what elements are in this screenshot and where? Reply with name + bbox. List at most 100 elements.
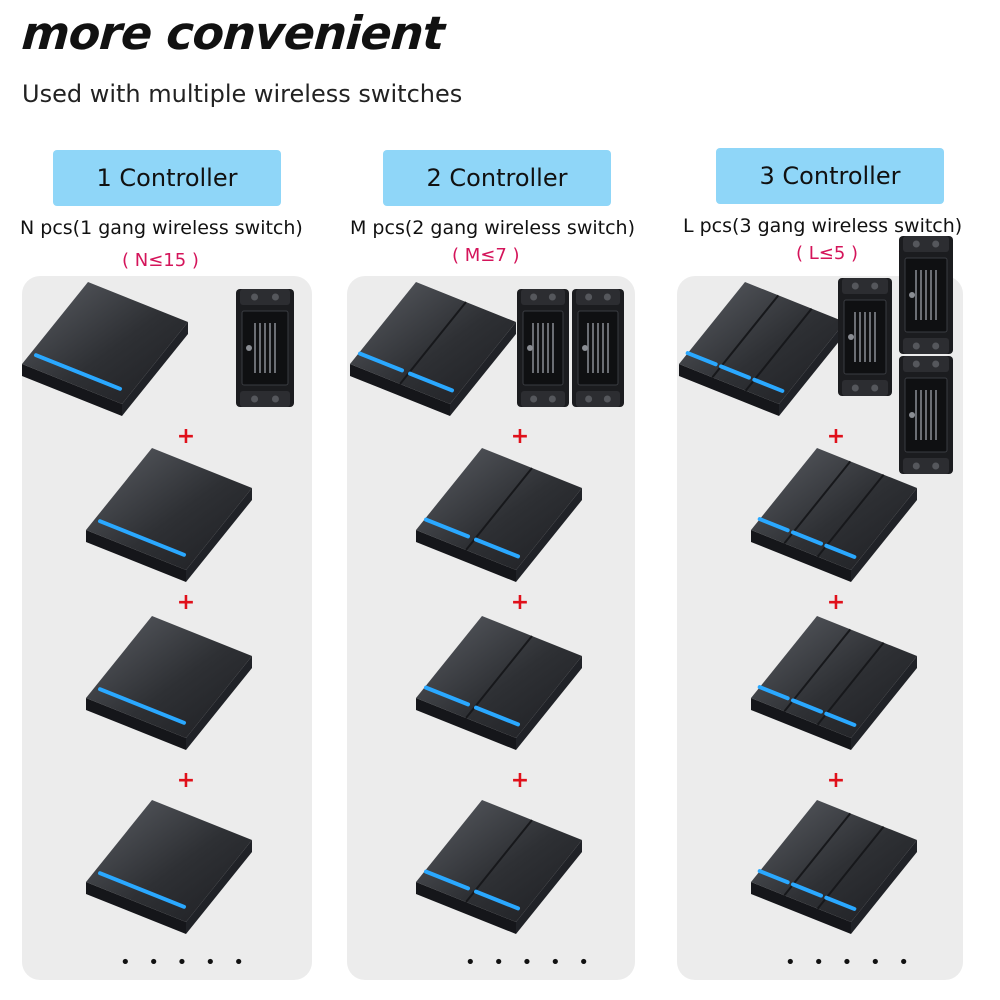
screw [932,360,940,368]
led-indicator [824,711,857,727]
wireless-switch-1-gang [86,616,252,750]
switch-front-edge [751,530,851,582]
receiver-module [899,356,953,474]
switch-front-edge [751,698,851,750]
module-print-line [264,323,266,373]
screw [548,293,556,301]
gang-separator [783,628,852,712]
column-3-controller: 3 Controller L pcs(3 gang wireless switc… [663,0,983,1000]
switch-side-edge [186,840,252,934]
module-print-line [269,323,271,373]
switch-side-edge [779,322,845,416]
module-button-icon [246,345,252,351]
led-indicator [791,698,823,714]
wireless-switch-3-gang [751,448,917,582]
module-top-tab [903,356,949,372]
screw [912,462,920,470]
switch-face [22,282,188,404]
gang-separator [783,812,852,896]
led-indicator [824,543,857,559]
screw [871,384,879,392]
module-print-line [274,323,276,373]
limit-label-3: ( L≤5 ) [796,243,859,264]
screw [871,282,879,290]
led-indicator [424,869,470,891]
screw [585,293,593,301]
switch-face [751,616,917,738]
led-indicator [685,351,718,367]
receiver-module [236,289,294,407]
plus-sign: + [176,590,196,615]
module-print-line [542,323,544,373]
more-indicator: • • • • • [120,952,250,973]
wireless-switch-2-gang [416,448,582,582]
module-bottom-tab [576,391,620,407]
receiver-module [838,278,892,396]
wireless-switch-3-gang [751,616,917,750]
switch-side-edge [186,656,252,750]
gang-separator [816,642,885,726]
module-print-line [915,270,917,320]
screw [851,384,859,392]
module-button-icon [909,292,915,298]
led-indicator [424,517,470,539]
screw [851,282,859,290]
module-bottom-tab [903,458,949,474]
gang-separator [816,826,885,910]
module-print-line [935,270,937,320]
gang-separator [465,467,533,551]
module-print-line [930,270,932,320]
column-1-controller: 1 Controller N pcs(1 gang wireless switc… [0,0,320,1000]
switch-front-edge [751,882,851,934]
plus-sign: + [510,590,530,615]
module-print-line [602,323,604,373]
switch-face [751,800,917,922]
screw [603,293,611,301]
switch-front-edge [86,530,186,582]
switch-face [86,448,252,570]
plus-sign: + [176,424,196,449]
module-print-line [859,312,861,362]
screw [912,342,920,350]
led-indicator [358,351,404,373]
screw [548,395,556,403]
led-indicator [791,530,823,546]
wireless-switch-1-gang [86,800,252,934]
receiver-module [572,289,624,407]
receiver-module [899,236,953,354]
limit-label-1: ( N≤15 ) [122,250,199,271]
led-indicator [752,377,785,393]
switch-front-edge [416,882,516,934]
module-print-line [935,390,937,440]
led-indicator [719,364,751,380]
module-print-line [254,323,256,373]
module-print-line [547,323,549,373]
switch-front-edge [86,698,186,750]
column-2-controller: 2 Controller M pcs(2 gang wireless switc… [330,0,650,1000]
screw [251,395,259,403]
module-bottom-tab [903,338,949,354]
more-indicator: • • • • • [785,952,915,973]
led-indicator [34,353,122,391]
module-print-line [920,390,922,440]
wireless-switch-2-gang [416,800,582,934]
gang-separator [783,460,852,544]
screw [530,293,538,301]
wireless-switch-3-gang [679,282,845,416]
controller-badge-3: 3 Controller [716,148,944,204]
wireless-switch-3-gang [751,800,917,934]
led-indicator [474,705,520,727]
screw [932,462,940,470]
switch-front-edge [86,882,186,934]
module-top-tab [576,289,620,305]
module-print-line [915,390,917,440]
led-indicator [474,889,520,911]
switch-side-edge [516,488,582,582]
controller-badge-2: 2 Controller [383,150,611,206]
module-print-line [537,323,539,373]
switch-face [86,800,252,922]
switch-face [86,616,252,738]
switch-face [679,282,845,404]
module-button-icon [909,412,915,418]
module-print-line [864,312,866,362]
